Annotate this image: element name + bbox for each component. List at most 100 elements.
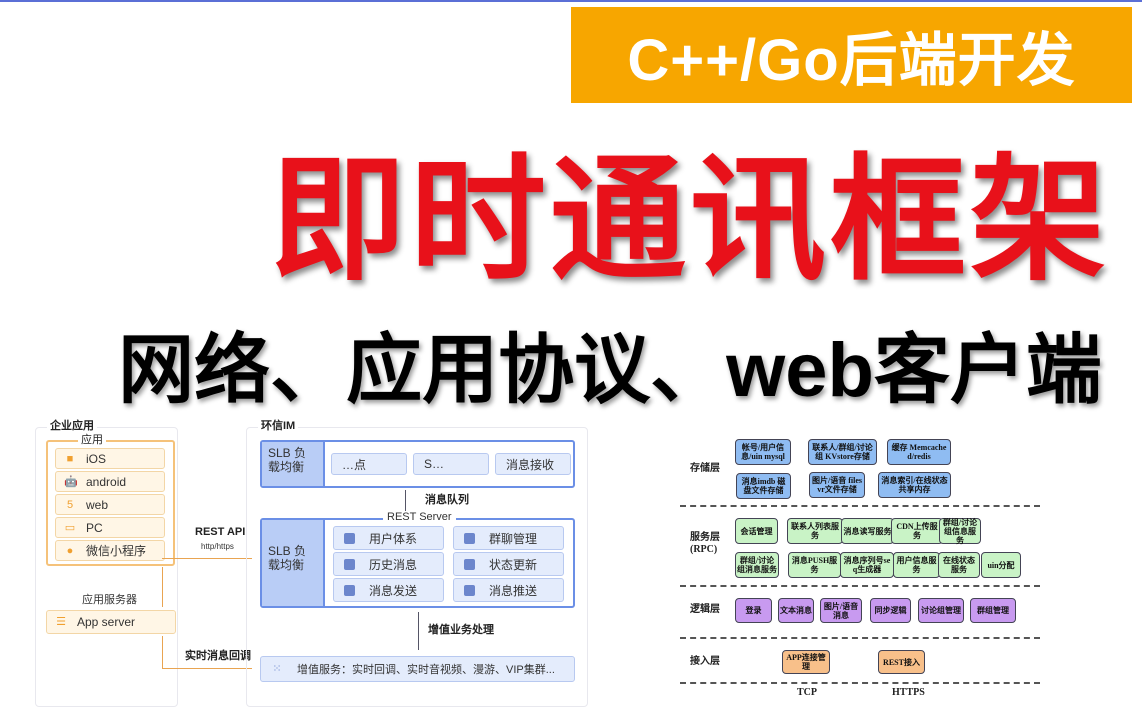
top-item: S… xyxy=(413,453,489,475)
app-item: ▭ PC xyxy=(55,517,165,538)
app-item: 5 web xyxy=(55,494,165,515)
app-item-label: android xyxy=(86,474,127,489)
service-box: 群组/讨论组消息服务 xyxy=(735,552,779,578)
subtitle: 网络、应用协议、web客户端 xyxy=(116,326,1105,416)
rest-server-box: SLB 负载均衡 用户体系 群聊管理历史消息 状态更新消息发送 消息推送 xyxy=(260,518,575,608)
layer-divider xyxy=(680,585,1040,587)
logic-box: 群组管理 xyxy=(970,598,1016,623)
app-item-label: 微信小程序 xyxy=(86,544,147,558)
rest-item-label: 消息发送 xyxy=(369,583,418,598)
storage-box: 缓存 Memcached/redis xyxy=(887,439,951,465)
service-box: 消息读写服务 xyxy=(841,518,894,544)
app-item: 🤖 android xyxy=(55,471,165,492)
logic-box: 文本消息 xyxy=(778,598,814,623)
rest-item-label: 历史消息 xyxy=(369,557,418,572)
top-slb: SLB 负载均衡 xyxy=(262,442,325,486)
grid-icon: ⁙ xyxy=(272,663,282,675)
android-icon: 🤖 xyxy=(64,475,78,488)
callback-line xyxy=(162,668,252,669)
storage-box: 消息imdb 磁盘文件存储 xyxy=(736,473,791,499)
callback-arrow xyxy=(162,636,163,668)
service-box: 消息序列号seq生成器 xyxy=(840,552,894,578)
top-divider xyxy=(0,0,1142,2)
page-title: 即时通讯框架 xyxy=(267,141,1110,299)
storage-box: 消息索引/在线状态 共享内存 xyxy=(878,472,951,498)
im-label: 环信IM xyxy=(258,420,299,433)
service-icon xyxy=(344,584,355,596)
banner: C++/Go后端开发 xyxy=(571,7,1132,103)
top-item: 消息接收 xyxy=(495,453,571,475)
layer-divider xyxy=(680,682,1040,684)
logic-box: 讨论组管理 xyxy=(918,598,964,623)
service-icon xyxy=(344,558,355,570)
apple-icon: ■ xyxy=(66,452,74,465)
rest-item: 状态更新 xyxy=(453,552,564,576)
rest-item: 消息推送 xyxy=(453,578,564,602)
service-box: 在线状态服务 xyxy=(938,552,980,578)
service-box: 群组/讨论组信息服务 xyxy=(939,518,981,545)
mq-label: 消息队列 xyxy=(425,494,469,506)
rest-api-arrow xyxy=(162,558,252,559)
storage-box: 帐号/用户信息/uin mysql xyxy=(735,439,791,465)
top-server-box: SLB 负载均衡 …点 S… 消息接收 xyxy=(260,440,575,488)
app-box xyxy=(46,440,175,566)
service-box: 消息PUSH服务 xyxy=(788,552,841,578)
app-server: ☰App server xyxy=(46,610,176,634)
rest-item: 用户体系 xyxy=(333,526,444,550)
mq-arrow xyxy=(405,490,406,512)
layer-label: 服务层 (RPC) xyxy=(690,532,720,555)
rest-item-label: 消息推送 xyxy=(489,583,538,598)
service-icon xyxy=(464,558,475,570)
callback-label: 实时消息回调 xyxy=(185,650,251,662)
app-item: ■ iOS xyxy=(55,448,165,469)
protocol-label: TCP xyxy=(797,687,817,698)
access-box: APP连接管理 xyxy=(782,650,830,674)
service-box: 联系人列表服务 xyxy=(787,518,843,544)
html5-icon: 5 xyxy=(66,498,74,511)
service-icon xyxy=(344,532,355,544)
service-icon xyxy=(464,532,475,544)
app-item-label: web xyxy=(86,497,109,512)
storage-box: 图片/语音 filesvr文件存储 xyxy=(809,472,865,498)
storage-box: 联系人/群组/讨论组 KVstore存储 xyxy=(808,439,877,465)
enterprise-label: 企业应用 xyxy=(47,420,97,433)
app-label: 应用 xyxy=(78,434,106,447)
rest-item-label: 群聊管理 xyxy=(489,531,538,546)
http-label: http/https xyxy=(201,542,234,551)
layer-label: 存储层 xyxy=(690,463,720,474)
laptop-icon: ▭ xyxy=(64,521,76,534)
service-box: uin分配 xyxy=(981,552,1021,578)
rest-item-label: 状态更新 xyxy=(489,557,538,572)
wechat-icon: ● xyxy=(66,544,74,557)
list-icon: ☰ xyxy=(56,616,66,628)
rest-item: 历史消息 xyxy=(333,552,444,576)
vas-bar: ⁙增值服务：实时回调、实时音视频、漫游、VIP集群... xyxy=(260,656,575,682)
protocol-label: HTTPS xyxy=(892,687,925,698)
service-icon xyxy=(464,584,475,596)
rest-item: 消息发送 xyxy=(333,578,444,602)
access-box: REST接入 xyxy=(878,650,925,674)
layer-label: 接入层 xyxy=(690,656,720,667)
app-item: ● 微信小程序 xyxy=(55,540,165,561)
logic-box: 图片/语音消息 xyxy=(820,598,862,623)
rest-slb: SLB 负载均衡 xyxy=(262,520,325,606)
logic-box: 登录 xyxy=(735,598,772,623)
enterprise-box xyxy=(35,427,178,707)
vas-label: 增值业务处理 xyxy=(428,624,494,636)
vas-arrow xyxy=(418,612,419,650)
rest-api-label: REST API xyxy=(195,526,246,538)
app-item-label: PC xyxy=(86,520,103,535)
service-box: 会话管理 xyxy=(735,518,778,544)
rest-server-label: REST Server xyxy=(383,511,456,524)
layer-divider xyxy=(680,505,1040,507)
rest-item-label: 用户体系 xyxy=(369,531,418,546)
service-box: CDN上传服务 xyxy=(891,518,943,544)
logic-box: 同步逻辑 xyxy=(870,598,911,623)
layer-label: 逻辑层 xyxy=(690,604,720,615)
rest-item: 群聊管理 xyxy=(453,526,564,550)
app-item-label: iOS xyxy=(86,451,107,466)
top-item: …点 xyxy=(331,453,407,475)
app-server-label: 应用服务器 xyxy=(82,594,137,606)
service-box: 用户信息服务 xyxy=(893,552,940,578)
im-box xyxy=(246,427,588,707)
